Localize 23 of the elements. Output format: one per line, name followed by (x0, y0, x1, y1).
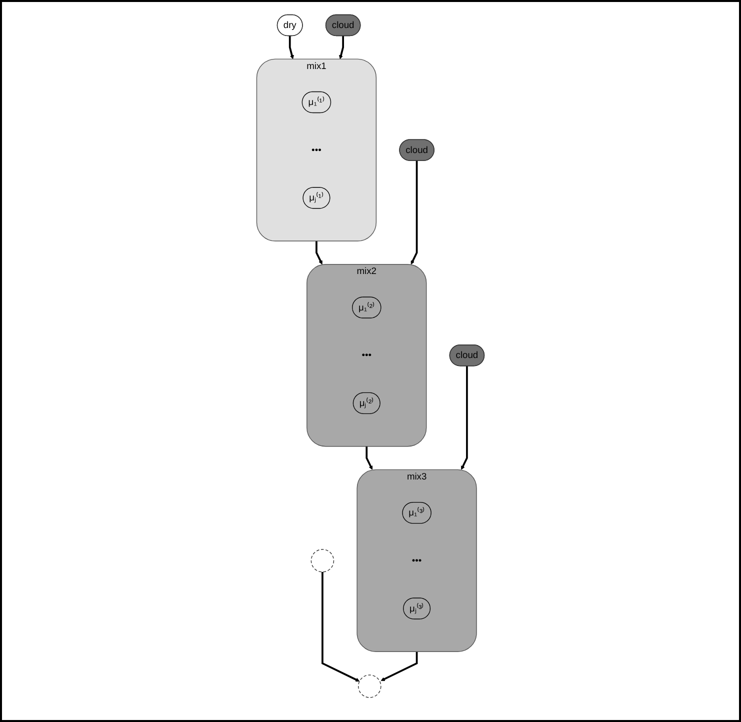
arrow (366, 446, 373, 470)
cluster (256, 58, 377, 242)
node-text: μ₁⁽¹⁾ (308, 97, 325, 108)
node-text: μ₁⁽³⁾ (408, 508, 425, 518)
node-text: ••• (312, 144, 322, 156)
arrow (339, 36, 344, 60)
diagram-drawing: mix3 μ₁⁽³⁾ ••• μⱼ⁽³⁾ mix2 μ₁⁽²⁾ ••• μⱼ⁽²⁾ mix1 μ₁⁽¹⁾ ••• μⱼ⁽¹⁾ dry cloud cloud cloud (253, 11, 488, 711)
arrow (461, 366, 468, 470)
node-circle (358, 674, 382, 698)
node-text: ••• (412, 556, 422, 566)
arrow (316, 241, 322, 265)
node-text: μ₁⁽²⁾ (358, 302, 375, 313)
arrow (288, 36, 294, 60)
cluster (356, 469, 477, 652)
node-text: μⱼ⁽¹⁾ (309, 192, 324, 204)
arrow (322, 572, 360, 682)
node-circle (310, 549, 334, 572)
node-text: μⱼ⁽²⁾ (359, 398, 374, 408)
arrow (380, 652, 418, 681)
node-text: ••• (362, 350, 372, 360)
node-text: μⱼ⁽³⁾ (410, 603, 424, 614)
arrow (410, 160, 418, 265)
cluster (306, 264, 427, 447)
